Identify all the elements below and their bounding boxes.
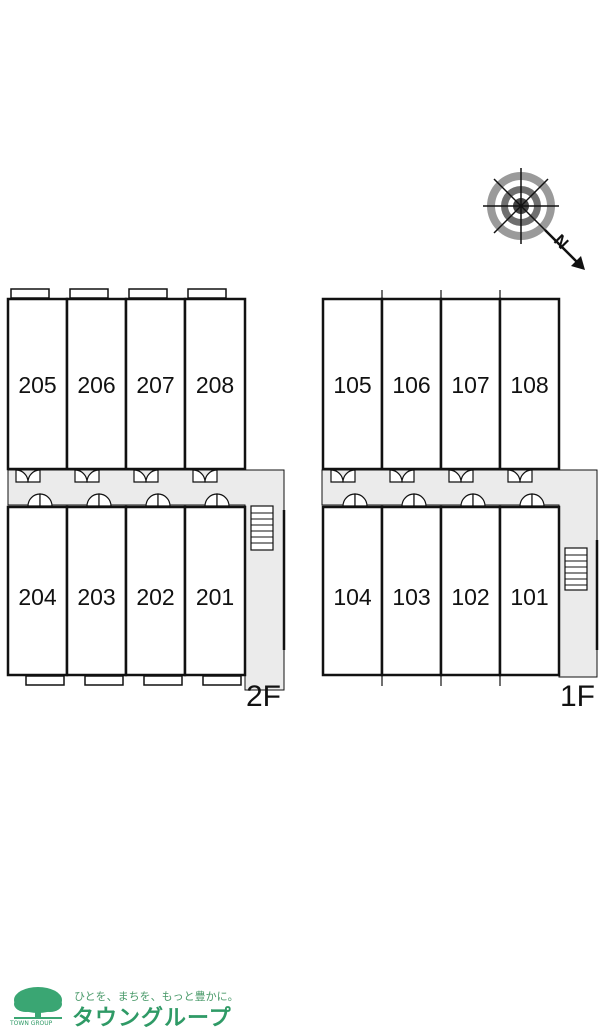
compass-north-label: N xyxy=(550,231,572,253)
room-205-label: 205 xyxy=(18,372,56,398)
stair-1f xyxy=(564,547,588,591)
room-207-label: 207 xyxy=(136,372,174,398)
room-101-label: 101 xyxy=(510,584,548,610)
footer-logo-text: TOWN GROUP xyxy=(10,1020,53,1027)
room-208-label: 208 xyxy=(196,372,234,398)
corridor-2f xyxy=(7,469,285,691)
room-105-label: 105 xyxy=(333,372,371,398)
floor-1f: 105 106 107 108 104 103 102 101 1F xyxy=(321,290,599,713)
room-104-label: 104 xyxy=(333,584,372,610)
stair-2f xyxy=(250,505,274,551)
room-201-label: 201 xyxy=(196,584,234,610)
compass-rose-icon xyxy=(483,168,585,270)
footer-branding: TOWN GROUP ひとを、まちを、もっと豊かに。 タウングループ xyxy=(8,980,308,1032)
floor-label-1f: 1F xyxy=(560,680,595,713)
room-203-label: 203 xyxy=(77,584,115,610)
footer-company-name: タウングループ xyxy=(72,1006,232,1031)
room-107-label: 107 xyxy=(451,372,489,398)
floor-2f: 205 206 207 208 204 203 202 201 2F xyxy=(6,288,286,713)
corridor-1f xyxy=(321,469,598,678)
room-102-label: 102 xyxy=(451,584,489,610)
room-204-label: 204 xyxy=(18,584,57,610)
room-206-label: 206 xyxy=(77,372,115,398)
room-108-label: 108 xyxy=(510,372,548,398)
room-106-label: 106 xyxy=(392,372,430,398)
room-103-label: 103 xyxy=(392,584,430,610)
tree-logo-icon xyxy=(14,987,62,1019)
floor-label-2f: 2F xyxy=(246,680,281,713)
footer-tagline: ひとを、まちを、もっと豊かに。 xyxy=(74,990,239,1003)
room-202-label: 202 xyxy=(136,584,174,610)
